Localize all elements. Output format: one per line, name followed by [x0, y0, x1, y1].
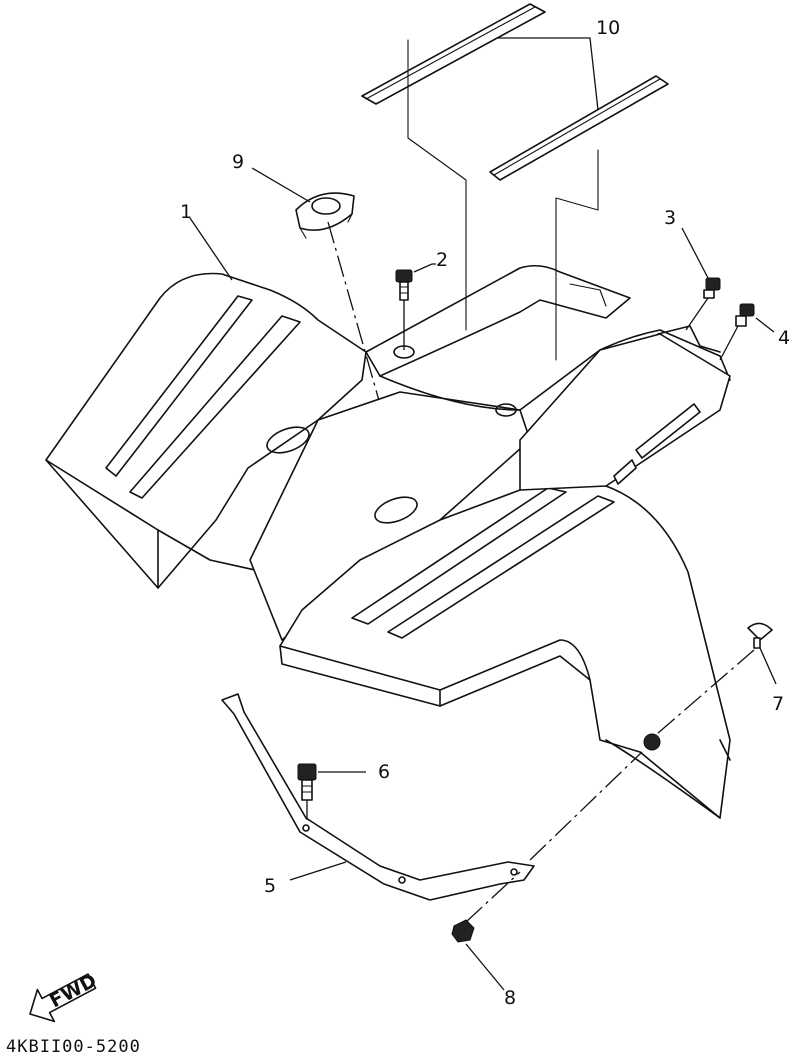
callout-2: 2: [436, 249, 448, 271]
grommet-guide-line: [327, 221, 409, 503]
callout-5: 5: [264, 875, 276, 897]
fender-stay: [221, 693, 535, 901]
bolt-4: [735, 303, 755, 327]
forward-direction-arrow: FWD: [29, 970, 100, 1023]
callout-8: 8: [504, 987, 516, 1009]
rear-fender: [45, 264, 731, 819]
bolt-6: [297, 763, 317, 801]
callout-4: 4: [778, 327, 790, 349]
callout-10: 10: [596, 17, 620, 39]
callout-6: 6: [378, 761, 390, 783]
fold-indicator-right: [555, 149, 599, 361]
screw-2: [395, 269, 413, 301]
weather-strip-lower: [489, 75, 669, 181]
callout-7: 7: [772, 693, 784, 715]
weather-strip-upper: [361, 3, 546, 105]
callout-1: 1: [180, 201, 192, 223]
bolt-3: [703, 277, 721, 299]
callout-3: 3: [664, 207, 676, 229]
nut-8: [451, 919, 475, 943]
fwd-label: FWD: [46, 970, 100, 1013]
grommet-cap: [295, 192, 355, 239]
clip-7: [747, 622, 773, 649]
fold-indicator-left: [407, 39, 467, 331]
callout-9: 9: [232, 151, 244, 173]
part-code: 4KBII00-5200: [6, 1037, 141, 1057]
